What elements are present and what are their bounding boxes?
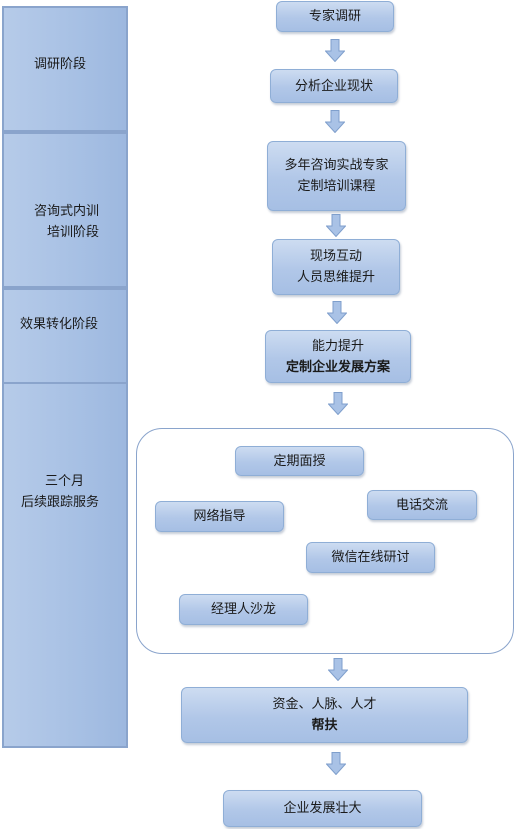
step-capability-plan-line2: 定制企业发展方案 [285, 359, 390, 375]
step-onsite-interaction-line2: 人员思维提升 [296, 270, 375, 285]
service-wechat-seminar: 微信在线研讨 [306, 542, 435, 573]
step-capability-plan-line1: 能力提升 [311, 338, 364, 354]
step-capability-plan: 能力提升 定制企业发展方案 [265, 330, 411, 383]
arrow-down-5 [328, 392, 348, 415]
service-online-guidance: 网络指导 [155, 501, 284, 532]
service-manager-salon-label: 经理人沙龙 [210, 602, 276, 617]
service-wechat-seminar-label: 微信在线研讨 [331, 550, 410, 565]
step-custom-course-line2: 定制培训课程 [297, 179, 376, 194]
step-analyze-status: 分析企业现状 [270, 69, 398, 103]
service-regular-teaching: 定期面授 [235, 446, 364, 476]
phase-effect-conversion: 效果转化阶段 [2, 288, 128, 384]
step-expert-research: 专家调研 [276, 1, 394, 32]
phase-followup-service: 三个月 后续跟踪服务 [2, 382, 128, 748]
step-resource-support: 资金、人脉、人才 帮扶 [181, 687, 468, 743]
step-resource-support-line1: 资金、人脉、人才 [272, 697, 377, 712]
arrow-down-1 [325, 39, 345, 62]
arrow-down-7 [326, 752, 346, 775]
step-expert-research-label: 专家调研 [308, 9, 361, 24]
service-regular-teaching-label: 定期面授 [273, 453, 326, 469]
service-online-guidance-label: 网络指导 [193, 509, 246, 524]
step-onsite-interaction: 现场互动 人员思维提升 [272, 239, 400, 295]
arrow-down-3 [326, 214, 346, 237]
phase-research-label: 调研阶段 [34, 57, 87, 72]
step-resource-support-line2: 帮扶 [311, 718, 338, 733]
phase-consulting-label-line2: 培训阶段 [47, 225, 100, 240]
arrow-down-4 [327, 301, 347, 324]
step-onsite-interaction-line1: 现场互动 [309, 249, 362, 264]
service-manager-salon: 经理人沙龙 [179, 594, 308, 625]
phase-consulting-label-line1: 咨询式内训 [34, 204, 100, 219]
step-analyze-status-label: 分析企业现状 [294, 78, 373, 94]
step-custom-course: 多年咨询实战专家 定制培训课程 [267, 141, 406, 211]
step-custom-course-line1: 多年咨询实战专家 [284, 158, 389, 173]
phase-effect-label: 效果转化阶段 [20, 317, 99, 332]
phase-consulting-training: 咨询式内训 培训阶段 [2, 132, 128, 288]
service-phone-communication-label: 电话交流 [395, 497, 448, 513]
step-enterprise-growth-label: 企业发展壮大 [283, 801, 362, 816]
service-phone-communication: 电话交流 [367, 490, 477, 520]
arrow-down-6 [328, 658, 348, 681]
arrow-down-2 [325, 110, 345, 133]
step-enterprise-growth: 企业发展壮大 [223, 790, 422, 827]
phase-research: 调研阶段 [2, 6, 128, 132]
phase-followup-label-line2: 后续跟踪服务 [21, 495, 100, 510]
phase-followup-label-line1: 三个月 [45, 474, 85, 489]
